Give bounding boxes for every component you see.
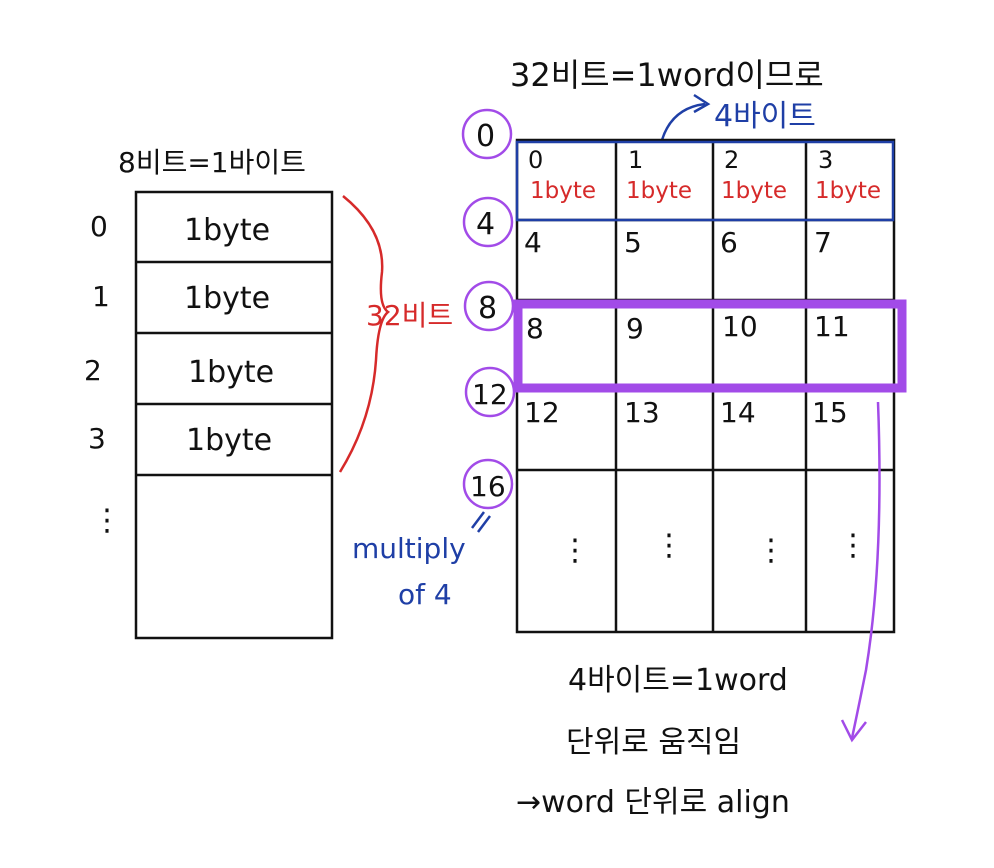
cell-2: 2 — [724, 146, 739, 174]
cell-11: 11 — [814, 310, 850, 343]
cell-sub-2: 1byte — [721, 178, 787, 204]
purple-arrowhead — [840, 719, 867, 743]
left-ellipsis: ⋮ — [92, 503, 122, 538]
cell-3: 3 — [818, 146, 833, 174]
cell-10: 10 — [722, 310, 758, 343]
cell-5: 5 — [624, 226, 642, 259]
left-red-brace — [338, 195, 391, 473]
cell-9: 9 — [626, 312, 644, 345]
multiply-line1: multiply — [352, 532, 466, 565]
grid-ellipsis-2: ⋮ — [654, 528, 684, 563]
multiply-line2: of 4 — [398, 578, 452, 611]
left-cell-2: 1byte — [188, 355, 274, 390]
left-row-label-3: 3 — [88, 422, 106, 455]
left-byte-column — [134, 190, 334, 640]
equals-mark — [471, 511, 491, 533]
blue-arrowhead — [693, 93, 711, 114]
left-row-label-1: 1 — [92, 280, 110, 313]
cell-12: 12 — [524, 396, 560, 429]
cell-1: 1 — [628, 146, 643, 174]
left-row-label-0: 0 — [90, 210, 108, 243]
grid-ellipsis-4: ⋮ — [838, 528, 868, 563]
note-line1: 4바이트=1word — [568, 663, 788, 698]
address-4: 4 — [476, 207, 495, 242]
address-circles — [461, 108, 516, 510]
cell-6: 6 — [720, 226, 738, 259]
left-row-label-2: 2 — [84, 354, 102, 387]
cell-7: 7 — [814, 226, 832, 259]
purple-arrow — [850, 401, 881, 739]
left-cell-0: 1byte — [184, 213, 270, 248]
top-annotation: 4바이트 — [714, 99, 816, 134]
grid-ellipsis-1: ⋮ — [560, 533, 590, 568]
address-16: 16 — [470, 470, 506, 503]
cell-sub-1: 1byte — [626, 178, 692, 204]
misaligned-word-highlight — [513, 299, 907, 393]
address-0: 0 — [476, 119, 495, 154]
left-cell-1: 1byte — [184, 281, 270, 316]
cell-13: 13 — [624, 396, 660, 429]
address-8: 8 — [478, 291, 497, 326]
left-brace-label: 32비트 — [366, 299, 453, 332]
cell-sub-3: 1byte — [815, 178, 881, 204]
address-12: 12 — [472, 378, 508, 411]
cell-14: 14 — [720, 396, 756, 429]
blue-arrow — [660, 102, 706, 141]
cell-sub-0: 1byte — [530, 178, 596, 204]
note-line2: 단위로 움직임 — [566, 725, 741, 760]
first-word-highlight — [515, 140, 895, 222]
left-cell-3: 1byte — [186, 423, 272, 458]
cell-15: 15 — [812, 396, 848, 429]
cell-4: 4 — [524, 226, 542, 259]
left-block-title: 8비트=1바이트 — [118, 146, 306, 179]
right-block-title: 32비트=1word이므로 — [510, 56, 824, 94]
cell-0: 0 — [528, 146, 543, 174]
note-line3: →word 단위로 align — [516, 785, 790, 820]
cell-8: 8 — [526, 312, 544, 345]
grid-ellipsis-3: ⋮ — [756, 533, 786, 568]
